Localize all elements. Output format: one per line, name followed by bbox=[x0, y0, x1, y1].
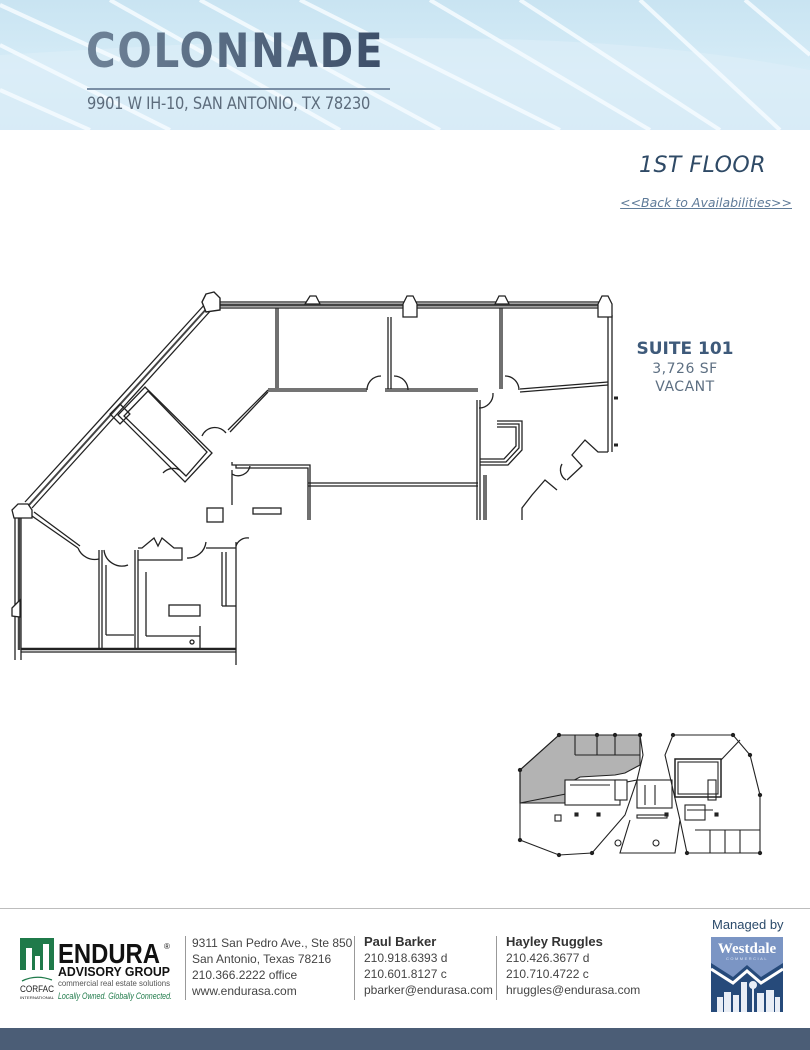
contact-cell-phone: 210.710.4722 c bbox=[506, 967, 589, 981]
header-banner: COLONNADE 9901 W IH-10, SAN ANTONIO, TX … bbox=[0, 0, 810, 130]
banner-streaks-decoration bbox=[0, 0, 810, 130]
contact-email[interactable]: pbarker@endurasa.com bbox=[364, 983, 493, 997]
company-website[interactable]: www.endurasa.com bbox=[192, 984, 297, 998]
svg-text:®: ® bbox=[164, 942, 170, 951]
footer-column-divider bbox=[496, 936, 497, 1000]
bottom-bar bbox=[0, 1028, 810, 1050]
suite-floor-plan bbox=[11, 291, 618, 665]
building-key-plan bbox=[517, 732, 763, 858]
suite-name: SUITE 101 bbox=[636, 339, 734, 359]
contact-direct-phone: 210.918.6393 d bbox=[364, 951, 448, 965]
svg-text:CORFAC: CORFAC bbox=[20, 984, 54, 994]
footer-column-divider bbox=[354, 936, 355, 1000]
svg-text:Westdale: Westdale bbox=[718, 941, 777, 957]
svg-text:ADVISORY GROUP: ADVISORY GROUP bbox=[58, 965, 170, 979]
company-phone: 210.366.2222 office bbox=[192, 968, 298, 982]
contact-email[interactable]: hruggles@endurasa.com bbox=[506, 983, 641, 997]
svg-text:COMMERCIAL: COMMERCIAL bbox=[726, 956, 768, 961]
svg-text:commercial real estate solutio: commercial real estate solutions bbox=[58, 978, 170, 988]
westdale-commercial-logo: Westdale COMMERCIAL bbox=[711, 937, 783, 1012]
suite-status: VACANT bbox=[655, 379, 715, 395]
building-address: 9901 W IH-10, SAN ANTONIO, TX 78230 bbox=[87, 94, 371, 114]
endura-logo: ENDURA ® ADVISORY GROUP commercial real … bbox=[20, 938, 172, 1001]
title-divider bbox=[87, 88, 390, 90]
company-address-line2: San Antonio, Texas 78216 bbox=[192, 952, 332, 966]
contact-cell-phone: 210.601.8127 c bbox=[364, 967, 447, 981]
contact-card-paul-barker: Paul Barker 210.918.6393 d 210.601.8127 … bbox=[364, 934, 493, 998]
company-address-block: 9311 San Pedro Ave., Ste 850 San Antonio… bbox=[192, 935, 352, 999]
svg-text:INTERNATIONAL: INTERNATIONAL bbox=[20, 996, 54, 1000]
managed-by-label: Managed by bbox=[712, 917, 784, 932]
company-address-line1: 9311 San Pedro Ave., Ste 850 bbox=[192, 936, 353, 950]
floor-title: 1ST FLOOR bbox=[638, 153, 766, 178]
building-title: COLONNADE bbox=[86, 24, 385, 79]
contact-card-hayley-ruggles: Hayley Ruggles 210.426.3677 d 210.710.47… bbox=[506, 934, 640, 998]
contact-name: Paul Barker bbox=[364, 934, 437, 949]
contact-direct-phone: 210.426.3677 d bbox=[506, 951, 590, 965]
svg-text:Locally Owned. Globally Connec: Locally Owned. Globally Connected. bbox=[58, 991, 172, 1001]
svg-text:ENDURA: ENDURA bbox=[58, 938, 160, 969]
suite-info: SUITE 101 3,726 SF VACANT bbox=[625, 338, 745, 396]
footer-divider bbox=[0, 908, 810, 909]
suite-square-footage: 3,726 SF bbox=[652, 361, 718, 377]
footer-column-divider bbox=[185, 936, 186, 1000]
back-to-availabilities-link[interactable]: <<Back to Availabilities>> bbox=[620, 195, 792, 210]
contact-name: Hayley Ruggles bbox=[506, 934, 603, 949]
